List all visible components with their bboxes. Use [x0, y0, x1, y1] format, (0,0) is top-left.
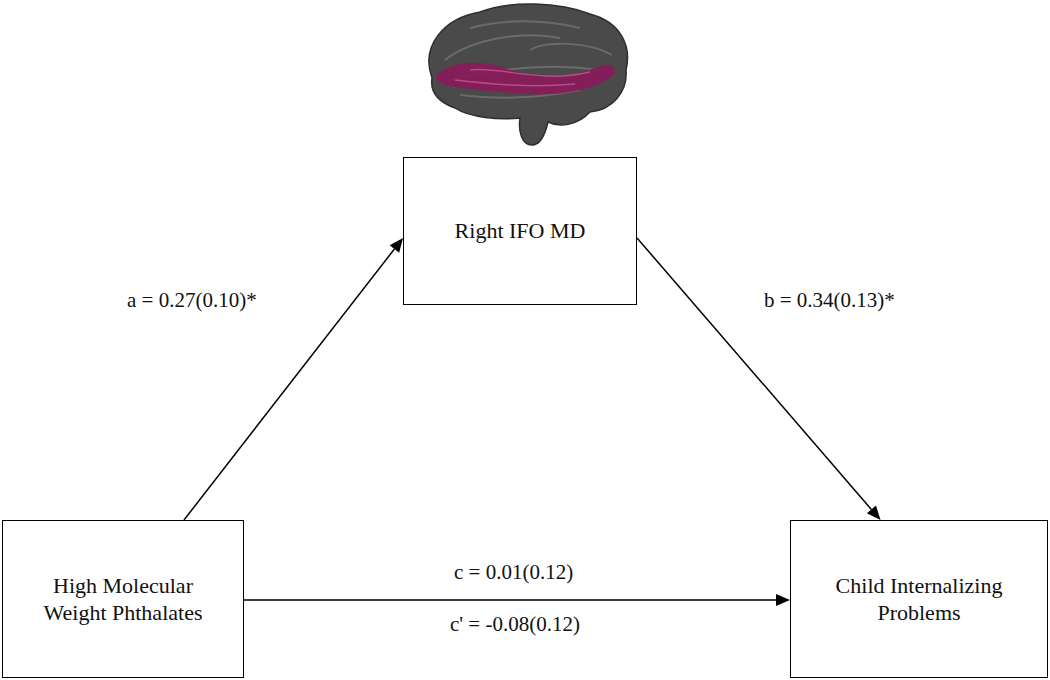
arrowhead	[390, 238, 403, 253]
ifo-tract	[436, 63, 615, 95]
variable-box: High Molecular Weight Phthalates	[2, 520, 244, 678]
variable-name: Child Internalizing Problems	[809, 572, 1029, 627]
path-coefficient: c' = -0.08(0.12)	[448, 612, 582, 637]
path-arrow	[637, 238, 871, 509]
path-arrow	[244, 599, 776, 601]
variable-box: Child Internalizing Problems	[790, 520, 1048, 678]
brain-outline	[429, 4, 628, 145]
variable-name: High Molecular Weight Phthalates	[23, 572, 223, 627]
path-coefficient: b = 0.34(0.13)*	[762, 288, 897, 313]
path-coefficient: a = 0.27(0.10)*	[125, 288, 259, 313]
tract-fibers	[455, 69, 590, 85]
arrowhead	[776, 594, 790, 606]
brain	[429, 4, 628, 145]
variable-name: Right IFO MD	[455, 217, 586, 245]
variable-box: Right IFO MD	[403, 157, 637, 305]
path-coefficient: c = 0.01(0.12)	[452, 560, 575, 585]
